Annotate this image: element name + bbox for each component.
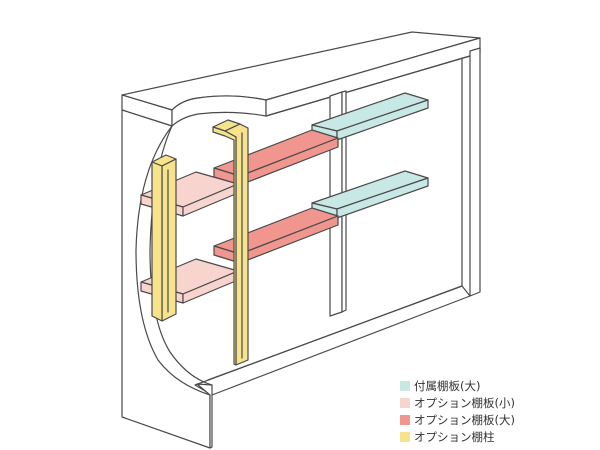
legend-swatch-pink (400, 397, 410, 408)
back-top-edge (265, 55, 471, 117)
option-post-right (212, 119, 249, 366)
legend-label: 付属棚板(大) (414, 378, 481, 393)
legend-swatch-red (400, 414, 410, 425)
right-side-panel (469, 47, 481, 297)
left-panel-front-lip (196, 383, 213, 449)
option-post-left (151, 154, 177, 322)
legend-item-option-post: オプション棚柱 (400, 428, 595, 445)
legend-item-option-shelf-large: オプション棚板(大) (400, 411, 595, 428)
legend-label: オプション棚板(小) (414, 395, 515, 410)
bottom-board-inner-line (207, 285, 463, 381)
legend-swatch-yellow (400, 431, 410, 442)
legend-label: オプション棚板(大) (414, 412, 515, 427)
attached-shelf-large-lower (311, 170, 429, 219)
top-board-curved-front (171, 95, 267, 127)
left-side-panel (121, 109, 211, 449)
legend-item-option-shelf-small: オプション棚板(小) (400, 394, 595, 411)
option-shelf-large-lower (213, 207, 339, 264)
legend-label: オプション棚柱 (414, 429, 495, 444)
legend-swatch-teal (400, 380, 410, 391)
attached-shelf-large-upper (311, 92, 429, 141)
legend-item-attached-shelf-large: 付属棚板(大) (400, 377, 595, 394)
legend: 付属棚板(大) オプション棚板(小) オプション棚板(大) オプション棚柱 (400, 377, 595, 445)
